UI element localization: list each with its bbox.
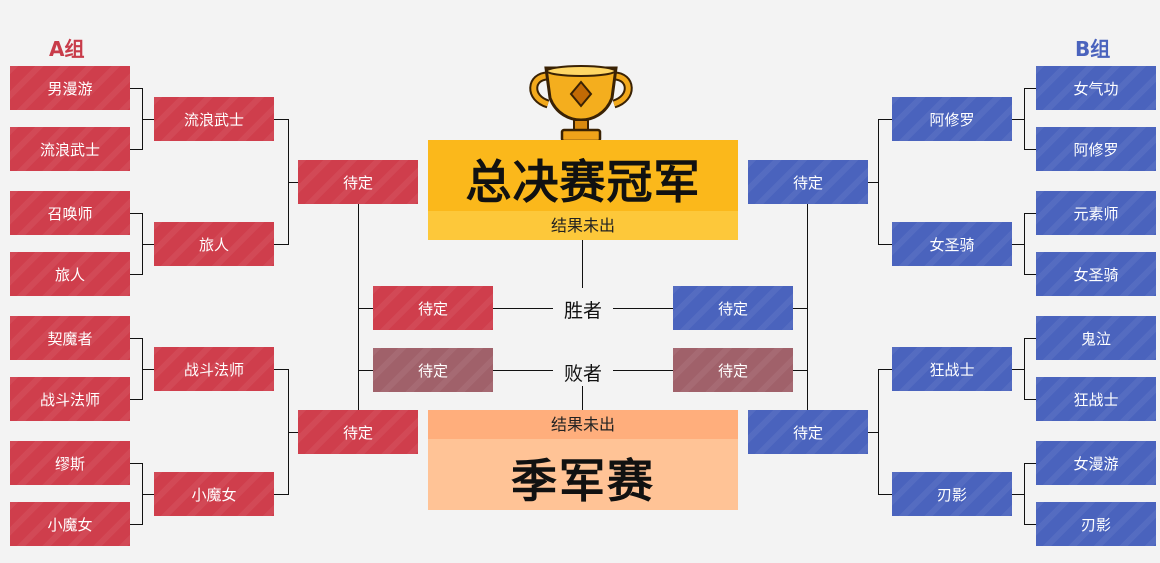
b-r2-player-2[interactable]: 女圣骑	[892, 222, 1012, 266]
a-r2-player-1[interactable]: 流浪武士	[154, 97, 274, 141]
winner-label: 胜者	[553, 296, 613, 323]
loser-right-slot[interactable]: 待定	[673, 348, 793, 392]
a-r1-player-8[interactable]: 小魔女	[10, 502, 130, 546]
final-title: 总决赛冠军	[465, 155, 701, 209]
b-r1-player-4[interactable]: 女圣骑	[1036, 252, 1156, 296]
loser-left-slot[interactable]: 待定	[373, 348, 493, 392]
a-semi-2[interactable]: 待定	[298, 410, 418, 454]
group-a-title: A组	[49, 37, 85, 61]
b-r1-player-3[interactable]: 元素师	[1036, 191, 1156, 235]
group-b-title: B组	[1075, 37, 1111, 61]
b-semi-2[interactable]: 待定	[748, 410, 868, 454]
winner-right-slot[interactable]: 待定	[673, 286, 793, 330]
a-r1-player-1[interactable]: 男漫游	[10, 66, 130, 110]
a-r1-player-7[interactable]: 缪斯	[10, 441, 130, 485]
third-title: 季军赛	[511, 454, 655, 508]
b-r1-player-6[interactable]: 狂战士	[1036, 377, 1156, 421]
a-r2-player-3[interactable]: 战斗法师	[154, 347, 274, 391]
a-r1-player-3[interactable]: 召唤师	[10, 191, 130, 235]
third-result: 结果未出	[428, 410, 738, 439]
a-r1-player-4[interactable]: 旅人	[10, 252, 130, 296]
b-r1-player-1[interactable]: 女气功	[1036, 66, 1156, 110]
b-r2-player-4[interactable]: 刃影	[892, 472, 1012, 516]
third-place-panel: 结果未出 季军赛	[428, 410, 738, 510]
trophy-icon	[526, 64, 636, 144]
a-r1-player-6[interactable]: 战斗法师	[10, 377, 130, 421]
b-r1-player-7[interactable]: 女漫游	[1036, 441, 1156, 485]
a-r2-player-4[interactable]: 小魔女	[154, 472, 274, 516]
loser-label: 败者	[553, 359, 613, 386]
final-panel: 总决赛冠军 结果未出	[428, 140, 738, 240]
b-r1-player-5[interactable]: 鬼泣	[1036, 316, 1156, 360]
a-r2-player-2[interactable]: 旅人	[154, 222, 274, 266]
a-r1-player-2[interactable]: 流浪武士	[10, 127, 130, 171]
b-r2-player-3[interactable]: 狂战士	[892, 347, 1012, 391]
b-r1-player-2[interactable]: 阿修罗	[1036, 127, 1156, 171]
winner-left-slot[interactable]: 待定	[373, 286, 493, 330]
a-semi-1[interactable]: 待定	[298, 160, 418, 204]
final-result: 结果未出	[428, 211, 738, 240]
a-r1-player-5[interactable]: 契魔者	[10, 316, 130, 360]
b-r2-player-1[interactable]: 阿修罗	[892, 97, 1012, 141]
b-semi-1[interactable]: 待定	[748, 160, 868, 204]
b-r1-player-8[interactable]: 刃影	[1036, 502, 1156, 546]
